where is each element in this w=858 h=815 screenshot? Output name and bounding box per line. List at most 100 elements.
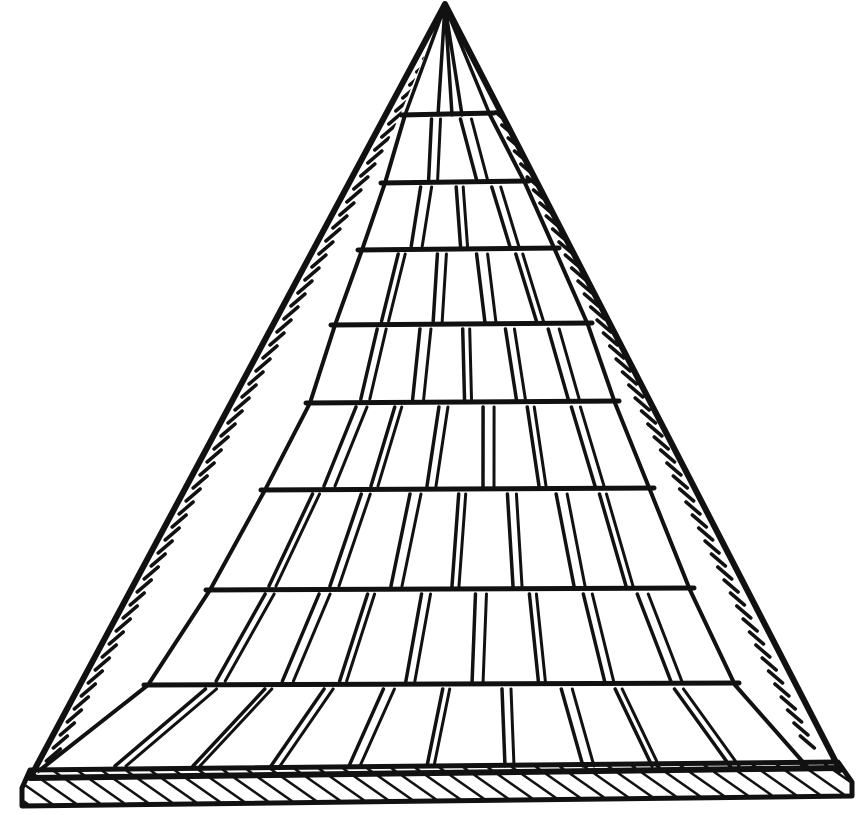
front-face-edge-right	[588, 325, 615, 403]
brick-joint	[413, 329, 420, 399]
hatch-stroke	[340, 203, 354, 215]
brick-joint	[370, 329, 386, 399]
hatch-stroke	[718, 567, 732, 579]
hatch-stroke	[130, 593, 144, 605]
hatch-stroke	[711, 554, 725, 566]
hatch-stroke	[661, 450, 675, 462]
hatch-stroke	[312, 255, 326, 267]
front-face-edge-left	[148, 590, 210, 685]
front-face-edge-left	[335, 250, 362, 325]
brick-joint	[347, 594, 375, 681]
brick-joint	[548, 329, 568, 399]
brick-joint	[225, 594, 274, 681]
hatch-stroke	[750, 632, 764, 644]
hatch-stroke	[270, 333, 284, 345]
hatch-stroke	[298, 281, 312, 293]
brick-joint	[488, 254, 496, 321]
hatch-stroke	[375, 138, 389, 150]
front-face-edge-right	[690, 590, 735, 685]
brick-joint	[463, 187, 467, 246]
hatch-stroke	[762, 658, 776, 670]
brick-joint	[442, 254, 446, 321]
hatch-stroke	[756, 645, 770, 657]
hatch-stroke	[326, 229, 340, 241]
brick-joint	[501, 187, 519, 246]
brick-joint	[424, 329, 431, 399]
hatch-stroke	[256, 359, 270, 371]
brick-joint	[615, 689, 652, 766]
brick-joint	[406, 594, 422, 681]
hatch-stroke	[333, 216, 347, 228]
brick-joint	[280, 689, 333, 766]
brick-joint	[269, 494, 313, 586]
hatch-stroke	[368, 151, 382, 163]
brick-joint	[422, 187, 431, 246]
hatch-stroke	[179, 502, 193, 514]
brick-joint	[340, 594, 368, 681]
brick-joint	[561, 689, 583, 766]
brick-joint	[402, 494, 421, 586]
hatch-stroke	[769, 671, 783, 683]
hatch-stroke	[494, 86, 508, 98]
brick-joint	[511, 689, 514, 766]
brick-joint	[675, 689, 731, 766]
hatch-stroke	[158, 541, 172, 553]
hatch-stroke	[737, 606, 751, 618]
hatch-stroke	[186, 489, 200, 501]
hatch-stroke	[494, 60, 508, 72]
front-face-edge-left	[210, 490, 265, 590]
hatch-stroke	[730, 593, 744, 605]
hatch-stroke	[494, 47, 508, 59]
hatch-stroke	[494, 73, 508, 85]
hatch-stroke	[207, 450, 221, 462]
hatch-stroke	[743, 619, 757, 631]
brick-joint	[583, 594, 604, 681]
front-face-bricks	[40, 113, 810, 770]
hatch-stroke	[116, 619, 130, 631]
hatch-stroke	[228, 411, 242, 423]
hatch-stroke	[673, 476, 687, 488]
brick-joint	[472, 594, 475, 681]
hatch-stroke	[214, 437, 228, 449]
hatch-stroke	[291, 294, 305, 306]
hatch-stroke	[382, 125, 396, 137]
hatch-stroke	[81, 684, 95, 696]
hatch-stroke	[263, 346, 277, 358]
course-line	[306, 401, 619, 403]
course-line	[381, 181, 529, 183]
hatch-stroke	[686, 502, 700, 514]
hatch-stroke	[165, 528, 179, 540]
brick-joint	[684, 689, 740, 766]
brick-joint	[606, 494, 633, 586]
hatch-stroke	[221, 424, 235, 436]
hatch-stroke	[102, 645, 116, 657]
hatch-stroke	[172, 515, 186, 527]
hatch-stroke	[109, 632, 123, 644]
hatch-stroke	[361, 164, 375, 176]
hatch-stroke	[88, 671, 102, 683]
hatch-stroke	[137, 580, 151, 592]
hatch-stroke	[144, 567, 158, 579]
brick-joint	[463, 329, 465, 399]
course-line	[206, 588, 694, 590]
course-line	[261, 488, 654, 490]
brick-joint	[361, 329, 377, 399]
hatch-stroke	[284, 307, 298, 319]
brick-joint	[470, 329, 472, 399]
brick-joint	[456, 187, 460, 246]
brick-joint	[622, 689, 659, 766]
brick-joint	[492, 187, 510, 246]
hatch-stroke	[699, 528, 713, 540]
course-line	[401, 113, 494, 115]
hatch-stroke	[305, 268, 319, 280]
hatch-stroke	[277, 320, 291, 332]
hatch-stroke	[347, 190, 361, 202]
brick-joint	[516, 494, 522, 586]
hatch-stroke	[193, 476, 207, 488]
hatch-stroke	[354, 177, 368, 189]
hatch-stroke	[724, 580, 738, 592]
brick-joint	[599, 494, 626, 586]
course-line	[144, 683, 739, 685]
